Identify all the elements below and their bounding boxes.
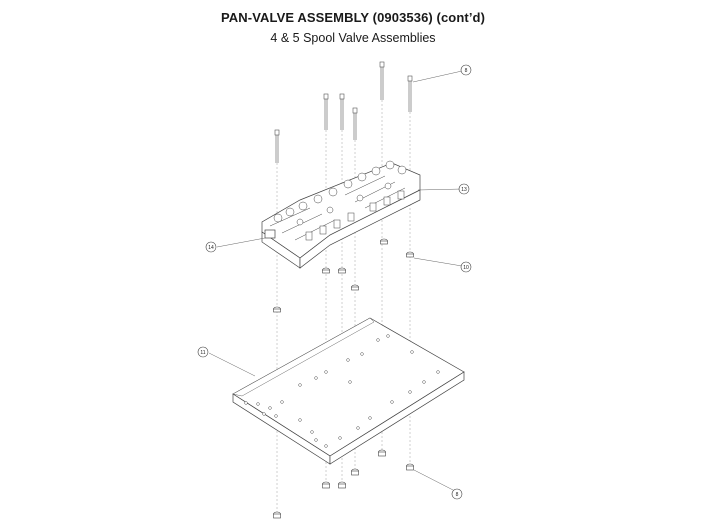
plate-holes [244, 334, 440, 448]
callout-8-bottom: 8 [451, 488, 463, 500]
tie-bolts [274, 61, 413, 163]
callout-label: 8 [456, 492, 459, 498]
mounting-plate [232, 317, 465, 465]
callout-label: 8 [465, 68, 468, 74]
page-subtitle: 4 & 5 Spool Valve Assemblies [270, 31, 436, 45]
callout-label: 10 [463, 265, 469, 271]
callout-10: 10 [460, 261, 472, 273]
callout-label: 14 [208, 245, 214, 251]
leader-lines [208, 70, 463, 492]
callout-13: 13 [458, 183, 470, 195]
callout-label: 13 [461, 187, 467, 193]
spool-valve-body [261, 160, 421, 269]
callout-8-top: 8 [460, 64, 472, 76]
page-title: PAN-VALVE ASSEMBLY (0903536) (cont’d) [221, 10, 485, 25]
callout-11: 11 [197, 346, 209, 358]
callout-14: 14 [205, 241, 217, 253]
nuts-and-washers [273, 238, 414, 519]
callout-label: 11 [200, 350, 205, 356]
